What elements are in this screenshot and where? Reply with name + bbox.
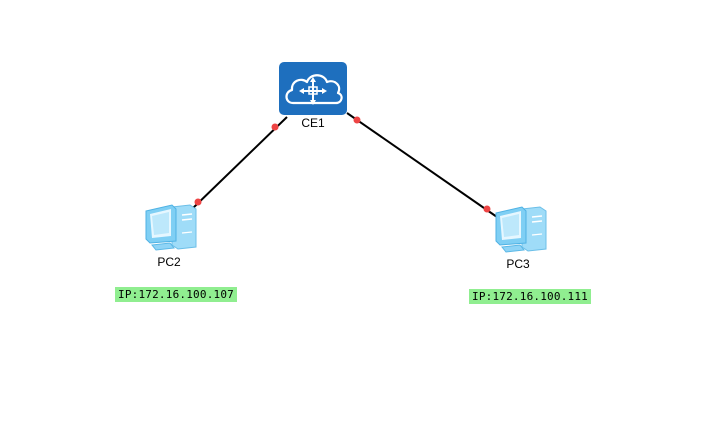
device-pc3[interactable] <box>495 206 547 253</box>
port-dot-ce1-side <box>271 123 279 131</box>
port-dot-ce1-side <box>353 116 361 124</box>
pc-icon <box>145 204 197 251</box>
device-ce1[interactable] <box>279 62 347 115</box>
node-label-pc3: PC3 <box>506 257 530 271</box>
node-label-ce1: CE1 <box>301 116 325 130</box>
ip-label-pc2[interactable]: IP:172.16.100.107 <box>115 287 237 302</box>
ip-label-pc3[interactable]: IP:172.16.100.111 <box>469 289 591 304</box>
link-ce1-pc3[interactable] <box>346 112 498 218</box>
port-dot-pc2-side <box>194 198 202 206</box>
node-label-pc2: PC2 <box>157 255 181 269</box>
cloud-router-icon <box>279 62 347 115</box>
link-ce1-pc2[interactable] <box>191 116 288 210</box>
device-pc2[interactable] <box>145 204 197 251</box>
port-dot-pc3-side <box>483 205 491 213</box>
pc-icon <box>495 206 547 253</box>
